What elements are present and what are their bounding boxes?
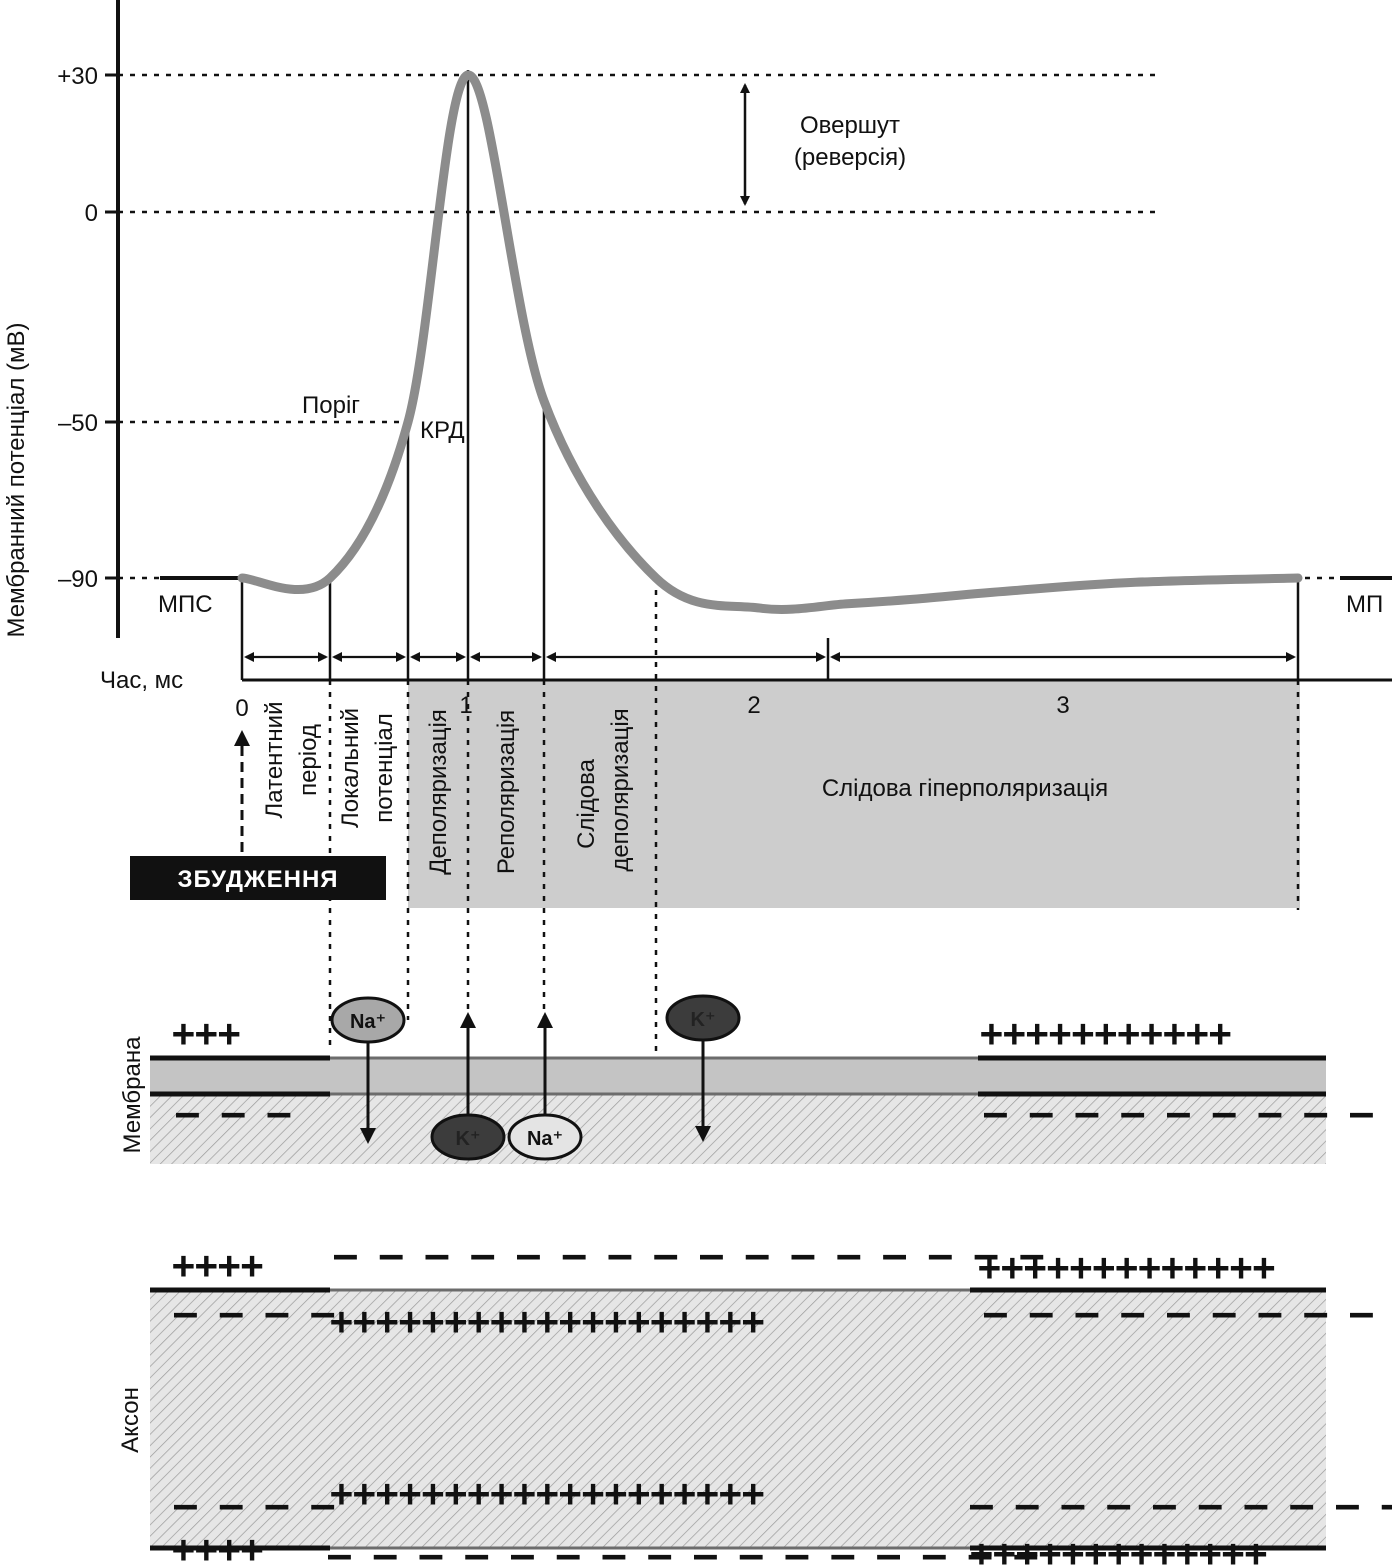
membrane-label: Мембрана (119, 1036, 146, 1154)
y-axis-label: Мембранний потенціал (мВ) (3, 323, 30, 638)
phase-trace-depol-line2: деполяризація (607, 708, 634, 871)
phase-local-line2: потенціал (371, 713, 398, 823)
membrane-band (150, 1058, 1326, 1094)
axon-interior (150, 1290, 1326, 1548)
axon-top-outer-left: ++++ (172, 1243, 264, 1287)
axon-bottom-inner-left: – – – – (174, 1483, 334, 1527)
k-ion-icon-1: K⁺ (665, 994, 741, 1042)
krd-label: КРД (420, 417, 465, 444)
axon-label: Аксон (117, 1387, 144, 1453)
threshold-label: Поріг (302, 392, 360, 419)
axon-bottom-inner-right: – – – – – – – – – – – – – – – (970, 1483, 1392, 1527)
y-tick-minus90: –90 (58, 566, 98, 593)
action-potential-curve (237, 70, 1303, 614)
membrane-left-charges-bottom: – – – (176, 1091, 291, 1135)
phase-shade-box (408, 680, 1300, 908)
y-tick-minus50: –50 (58, 410, 98, 437)
reference-lines (118, 73, 1340, 580)
y-tick-marks (105, 73, 118, 580)
phase-boundaries (240, 70, 1300, 680)
membrane-right-charges-top: +++++++++++ (980, 1011, 1232, 1055)
excitation-label: ЗБУДЖЕННЯ (177, 866, 338, 893)
membrane-right-charges-bottom: – – – – – – – – – – – (984, 1091, 1392, 1135)
x-tick-3: 3 (1056, 692, 1069, 719)
y-tick-plus30: +30 (57, 63, 98, 90)
membrane-section: Мембрана +++ – – – +++++++++++ – – – – –… (119, 994, 1392, 1164)
svg-text:Na⁺: Na⁺ (527, 1128, 563, 1150)
phase-depolarization: Деполяризація (425, 709, 452, 875)
phase-latent-line1: Латентний (261, 702, 288, 819)
svg-text:K⁺: K⁺ (456, 1128, 481, 1150)
axon-top-inner-mid: +++++++++++++++++++ (330, 1299, 765, 1343)
membrane-border-lines (150, 1055, 1326, 1097)
axon-bottom-inner-mid: +++++++++++++++++++ (330, 1471, 765, 1515)
overshoot-sublabel: (реверсія) (794, 144, 906, 171)
axon-top-outer-right: +++++++++++++ (978, 1245, 1275, 1289)
axon-top-outer-mid: – – – – – – – – – – – – – – – – (334, 1233, 1043, 1277)
phase-latent-line2: період (295, 724, 322, 796)
membrane-interior (150, 1094, 1326, 1164)
mp-label: МП (1346, 591, 1383, 618)
membrane-left-charges-top: +++ (172, 1011, 241, 1055)
axon-bottom-outer-mid: – – – – – – – – – – – – – – – – (328, 1533, 1037, 1568)
x-tick-2: 2 (747, 692, 760, 719)
phase-trace-hyperpol: Слідова гіперполяризація (822, 775, 1108, 802)
phase-dotted-lines (328, 590, 1300, 1052)
na-ion-icon-1: Na⁺ (330, 996, 406, 1044)
overshoot-label: Овершут (800, 112, 900, 139)
mps-label: МПС (158, 591, 213, 618)
axon-bottom-outer-left: ++++ (172, 1527, 264, 1568)
axon-top-inner-right: – – – – – – – – – – – – – – – (984, 1291, 1392, 1335)
svg-text:K⁺: K⁺ (691, 1009, 716, 1031)
axon-top-inner-left: – – – – (174, 1291, 334, 1335)
x-axis-label: Час, мс (100, 667, 183, 694)
x-tick-0: 0 (235, 695, 248, 722)
axon-section: Аксон ++++ – – – – – – – – – – – – – – –… (117, 1233, 1392, 1568)
na-ion-icon-2: Na⁺ (507, 1113, 583, 1161)
y-tick-0: 0 (85, 200, 98, 227)
k-ion-icon-2: K⁺ (430, 1113, 506, 1161)
phase-trace-depol-line1: Слідова (573, 758, 600, 849)
phase-repolarization: Реполяризація (493, 710, 520, 874)
x-tick-1: 1 (459, 692, 472, 719)
phase-local-line1: Локальний (337, 708, 364, 828)
excitation-banner (130, 856, 386, 900)
axon-bottom-outer-right: +++++++++++++ (970, 1531, 1267, 1568)
svg-text:Na⁺: Na⁺ (350, 1011, 386, 1033)
axon-border-lines (150, 1287, 1326, 1551)
